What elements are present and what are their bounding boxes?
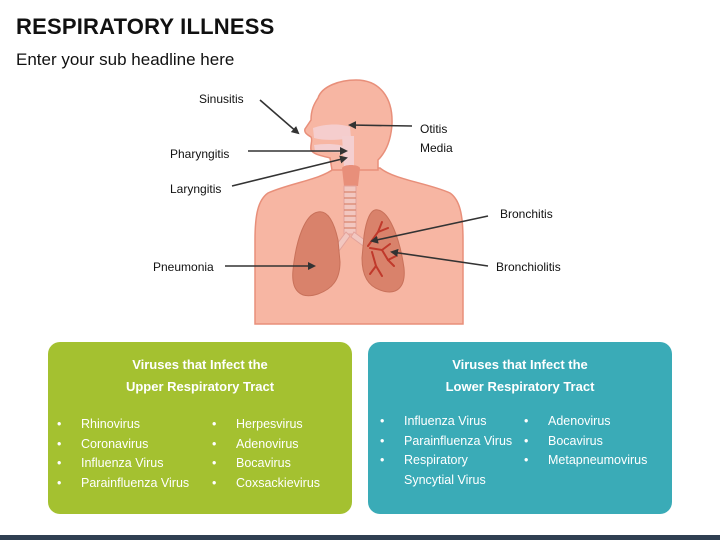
nasal-cavity bbox=[313, 124, 351, 140]
page-title: RESPIRATORY ILLNESS bbox=[16, 14, 275, 39]
label-otitis-line1: Otitis bbox=[420, 122, 448, 136]
upper-virus-list-col2: Herpesvirus Adenovirus Bocavirus Coxsack… bbox=[209, 415, 320, 493]
list-item: Parainfluenza Virus bbox=[54, 474, 189, 494]
torso-shape bbox=[254, 167, 464, 325]
list-item: Herpesvirus bbox=[209, 415, 320, 435]
list-item: Coxsackievirus bbox=[209, 474, 320, 494]
lower-box-title: Viruses that Infect the Lower Respirator… bbox=[445, 357, 595, 394]
arrow-bronchitis bbox=[370, 215, 489, 244]
list-item: Metapneumovirus bbox=[521, 451, 647, 471]
list-item: Parainfluenza Virus bbox=[377, 432, 512, 452]
list-item: Influenza Virus bbox=[377, 412, 512, 432]
label-laryngitis: Laryngitis bbox=[170, 182, 222, 196]
label-otitis-line2: Media bbox=[420, 141, 453, 155]
arrow-sinusitis bbox=[259, 99, 300, 135]
label-sinusitis: Sinusitis bbox=[199, 92, 244, 106]
label-pharyngitis: Pharyngitis bbox=[170, 147, 230, 161]
list-item: Coronavirus bbox=[54, 435, 189, 455]
lower-respiratory-virus-box: Viruses that Infect the Lower Respirator… bbox=[368, 342, 672, 514]
lower-virus-list-col2: Adenovirus Bocavirus Metapneumovirus bbox=[521, 412, 647, 471]
left-lung bbox=[292, 211, 341, 297]
list-item: Influenza Virus bbox=[54, 454, 189, 474]
label-bronchitis: Bronchitis bbox=[500, 207, 553, 221]
arrow-laryngitis bbox=[231, 155, 348, 187]
larynx bbox=[342, 165, 360, 186]
label-bronchiolitis: Bronchiolitis bbox=[496, 260, 561, 274]
upper-box-title: Viruses that Infect the Upper Respirator… bbox=[125, 357, 275, 394]
trachea-rings bbox=[344, 191, 356, 229]
respiratory-system-illustration bbox=[225, 79, 489, 325]
list-item: Adenovirus bbox=[521, 412, 647, 432]
upper-virus-list-col1: Rhinovirus Coronavirus Influenza Virus P… bbox=[54, 415, 189, 493]
list-item: Adenovirus bbox=[209, 435, 320, 455]
list-item: Bocavirus bbox=[209, 454, 320, 474]
lower-virus-list-col1: Influenza Virus Parainfluenza Virus Resp… bbox=[377, 412, 512, 490]
label-pneumonia: Pneumonia bbox=[153, 260, 214, 274]
arrow-bronchiolitis bbox=[390, 248, 489, 267]
label-arrows bbox=[225, 99, 489, 270]
list-item: Rhinovirus bbox=[54, 415, 189, 435]
upper-respiratory-virus-box: Viruses that Infect the Upper Respirator… bbox=[48, 342, 352, 514]
arrow-otitis bbox=[348, 121, 413, 130]
footer-bar bbox=[0, 535, 720, 540]
list-item: Bocavirus bbox=[521, 432, 647, 452]
page-subtitle: Enter your sub headline here bbox=[16, 50, 235, 69]
